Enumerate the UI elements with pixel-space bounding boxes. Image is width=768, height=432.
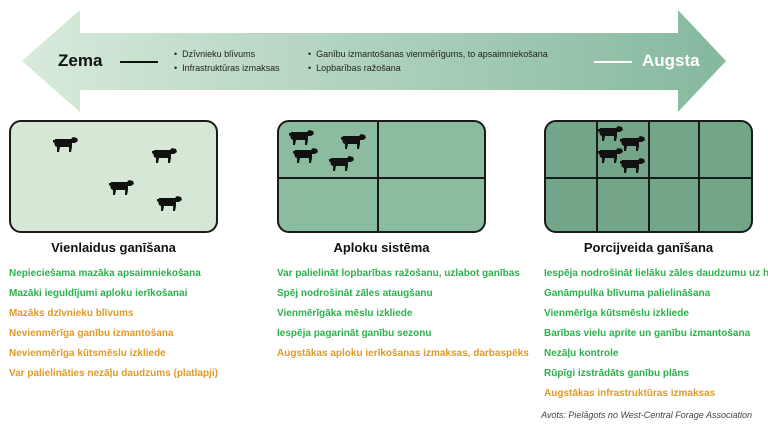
positive-item: Mazāki ieguldījumi aploku ierīkošanai xyxy=(9,288,188,299)
positive-item: Nezāļu kontrole xyxy=(544,348,619,359)
high-label: Augsta xyxy=(642,51,700,70)
cow-icon xyxy=(152,146,178,164)
negative-item: Nevienmērīga ganību izmantošana xyxy=(9,328,174,339)
system-title: Vienlaidus ganīšana xyxy=(51,240,176,255)
positive-item: Var palielināt lopbarības ražošanu, uzla… xyxy=(277,268,520,279)
high-factors: Ganību izmantošanas vienmērīgums, to aps… xyxy=(308,47,548,75)
cow-icon xyxy=(157,194,183,212)
cow-icon xyxy=(289,128,315,146)
factor: Lopbarības ražošana xyxy=(308,61,548,75)
positive-item: Nepieciešama mazāka apsaimniekošana xyxy=(9,268,201,279)
positive-item: Iespēja nodrošināt lielāku zāles daudzum… xyxy=(544,268,768,279)
source-note: Avots: Pielāgots no West-Central Forage … xyxy=(541,410,752,420)
negative-item: Augstākas aploku ierīkošanas izmaksas, d… xyxy=(277,348,529,359)
negative-item: Augstākas infrastruktūras izmaksas xyxy=(544,388,716,399)
positive-item: Vienmērīgāka mēslu izkliede xyxy=(277,308,413,319)
system-title: Aploku sistēma xyxy=(333,240,430,255)
low-dash xyxy=(120,61,158,63)
cow-icon xyxy=(329,154,355,172)
positive-item: Ganāmpulka blīvuma palielināšana xyxy=(544,288,711,299)
cow-icon xyxy=(620,156,646,174)
high-dash xyxy=(594,61,632,63)
factor: Ganību izmantošanas vienmērīgums, to aps… xyxy=(308,47,548,61)
positive-item: Rūpīgi izstrādāts ganību plāns xyxy=(544,368,690,379)
panel-continuous xyxy=(9,120,218,233)
system-title: Porcijveida ganīšana xyxy=(583,240,714,255)
cow-icon xyxy=(341,132,367,150)
low-label: Zema xyxy=(58,51,103,70)
cow-icon xyxy=(53,135,79,153)
panel-paddock xyxy=(277,120,486,233)
negative-item: Var palielināties nezāļu daudzums (platl… xyxy=(9,368,218,379)
negative-item: Mazāks dzīvnieku blīvums xyxy=(9,308,134,319)
factor: Infrastruktūras izmaksas xyxy=(174,61,280,75)
panel-strip xyxy=(544,120,753,233)
cow-icon xyxy=(109,178,135,196)
positive-item: Vienmērīga kūtsmēslu izkliede xyxy=(544,308,689,319)
factor: Dzīvnieku blīvums xyxy=(174,47,280,61)
positive-item: Iespēja pagarināt ganību sezonu xyxy=(277,328,432,339)
low-factors: Dzīvnieku blīvums Infrastruktūras izmaks… xyxy=(174,47,280,75)
positive-item: Spēj nodrošināt zāles ataugšanu xyxy=(277,288,433,299)
negative-item: Nevienmērīga kūtsmēslu izkliede xyxy=(9,348,166,359)
cow-icon xyxy=(293,146,319,164)
positive-item: Barības vielu aprite un ganību izmantoša… xyxy=(544,328,751,339)
